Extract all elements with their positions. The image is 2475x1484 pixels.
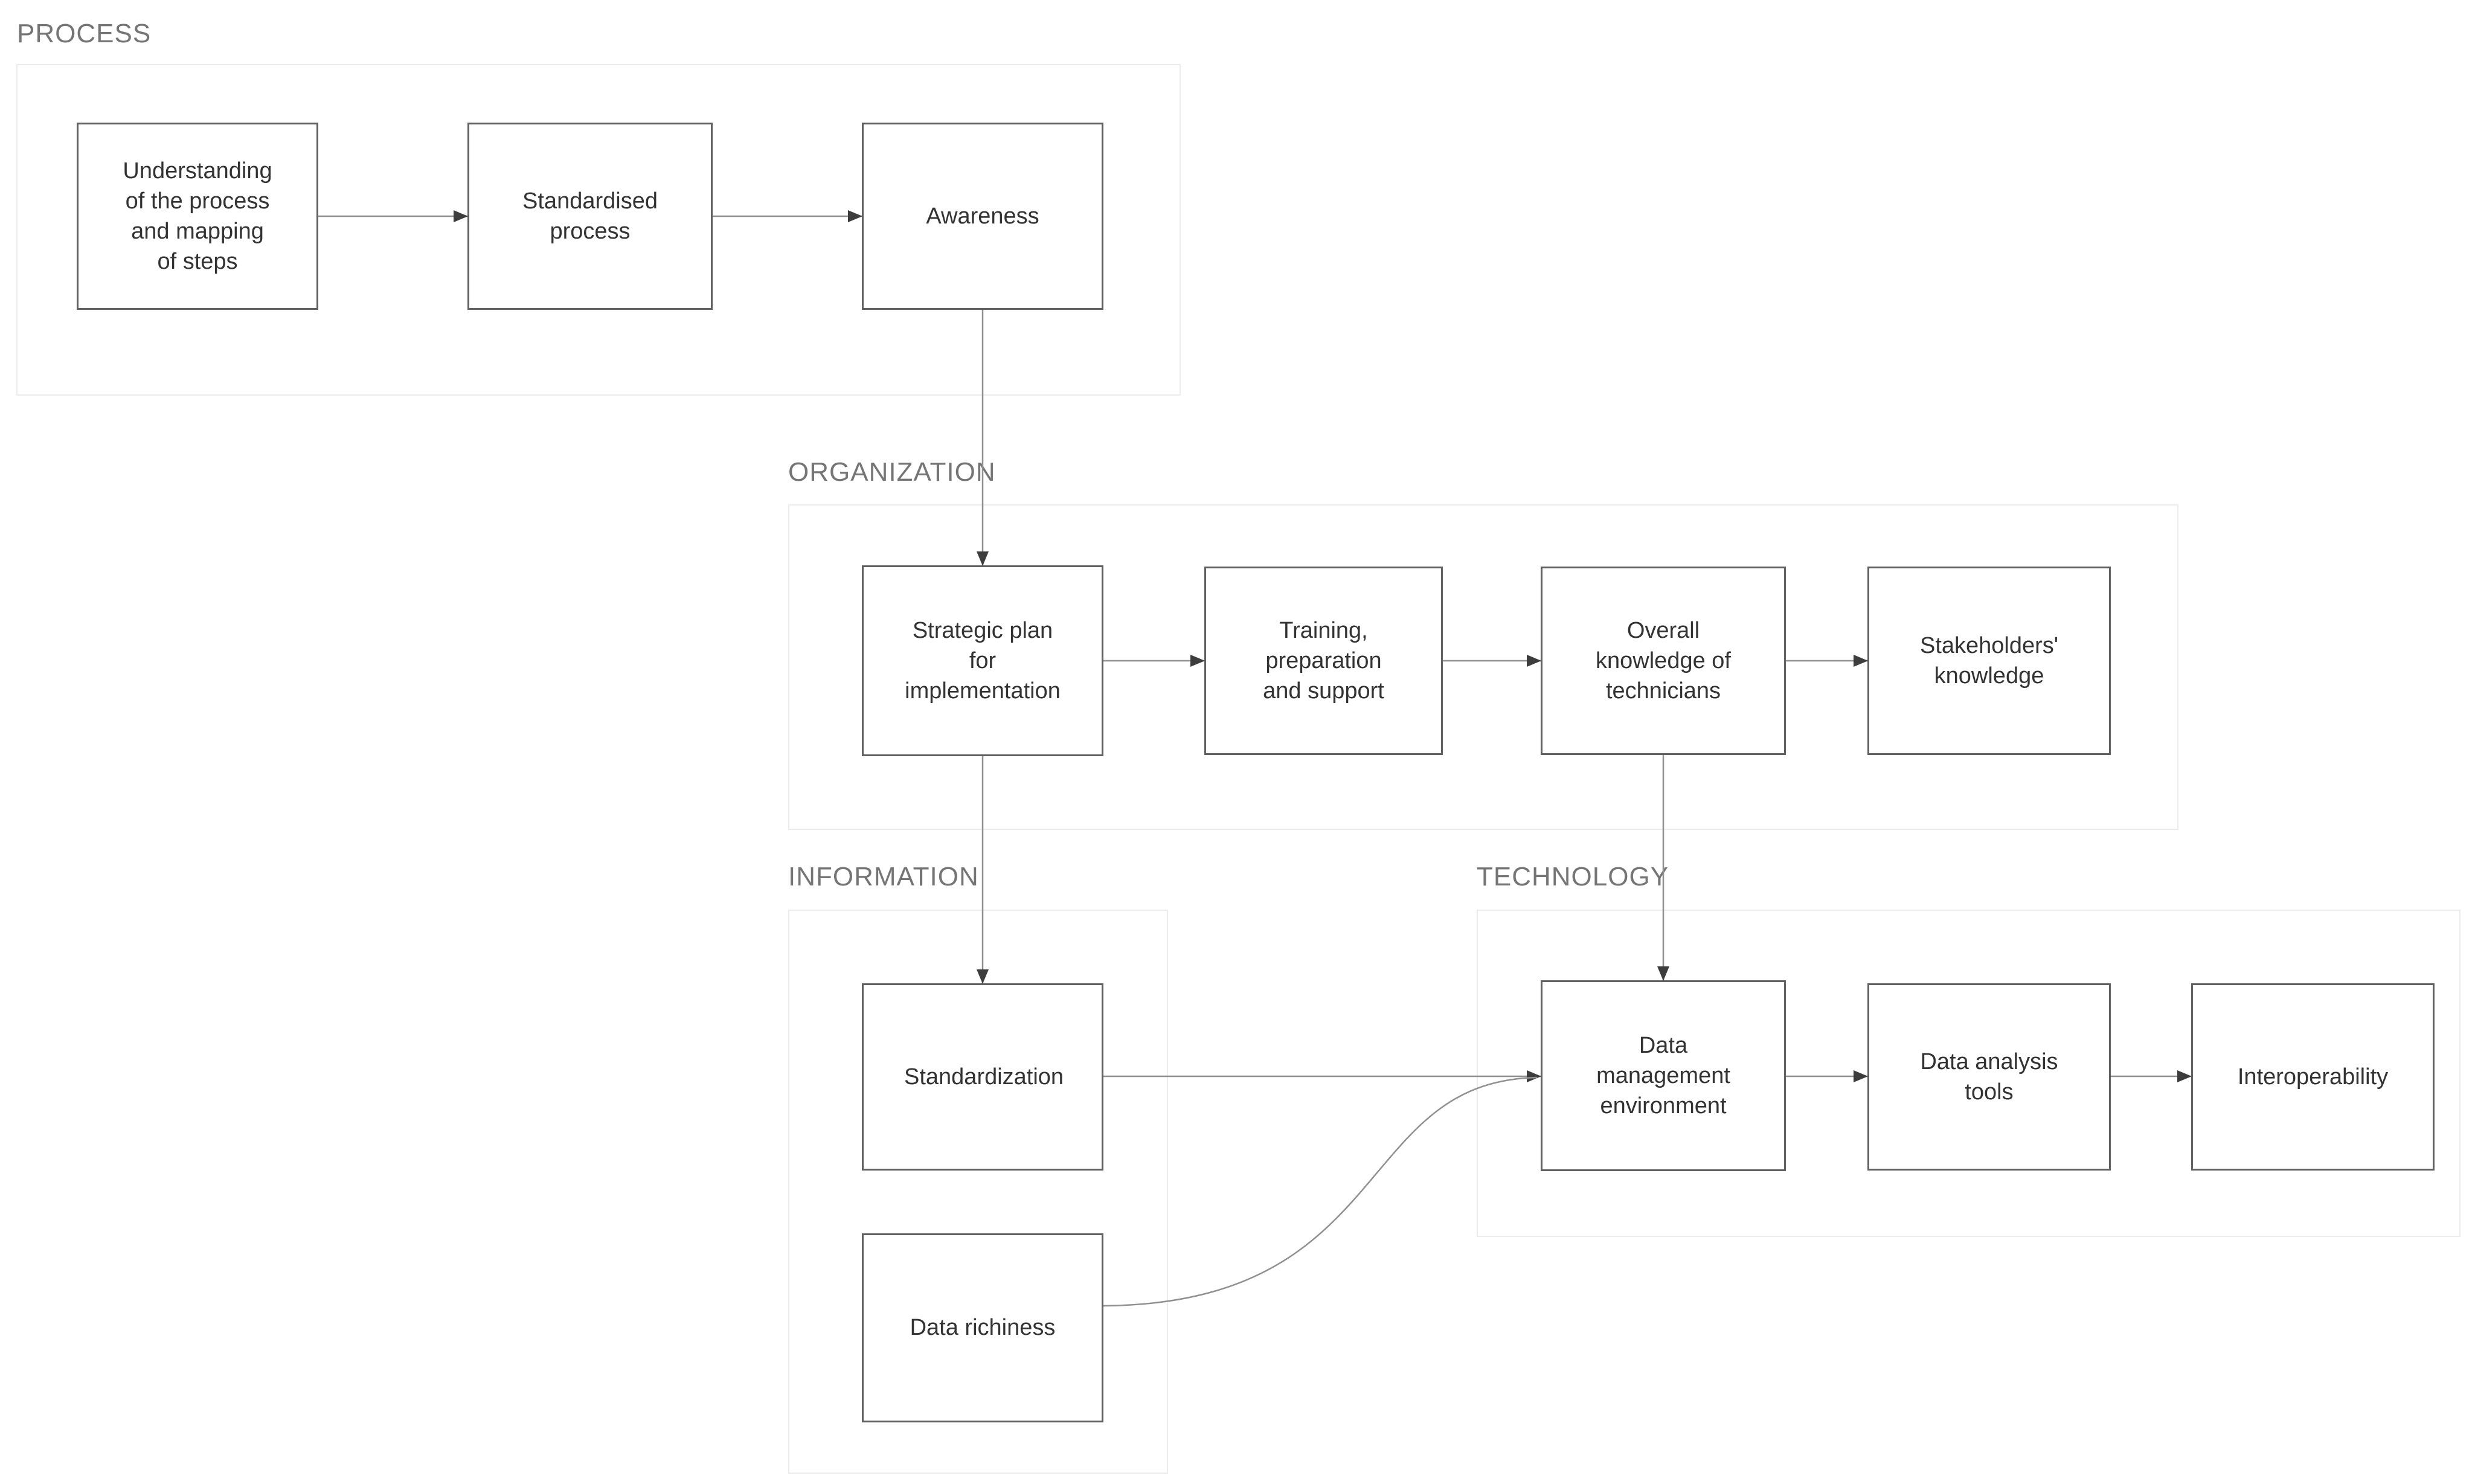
node-standardization: Standardization xyxy=(862,983,1103,1171)
group-label-process: PROCESS xyxy=(17,19,152,48)
node-label: Stakeholders' knowledge xyxy=(1919,632,2059,689)
node-stakeholders-knowledge: Stakeholders' knowledge xyxy=(1867,567,2111,755)
node-label: Data management environment xyxy=(1596,1032,1730,1119)
node-label: Understanding of the process and mapping… xyxy=(123,158,272,275)
node-overall-knowledge-technicians: Overall knowledge of technicians xyxy=(1541,567,1786,755)
node-interoperability: Interoperability xyxy=(2191,983,2435,1171)
node-label: Awareness xyxy=(926,203,1039,229)
node-label: Data richiness xyxy=(910,1315,1056,1341)
node-label: Standardised process xyxy=(522,188,658,244)
node-data-analysis-tools: Data analysis tools xyxy=(1867,983,2111,1171)
node-training-preparation-support: Training, preparation and support xyxy=(1204,567,1443,755)
node-label: Overall knowledge of technicians xyxy=(1596,617,1731,704)
group-label-technology: TECHNOLOGY xyxy=(1477,862,1669,891)
node-understanding-of-process: Understanding of the process and mapping… xyxy=(77,123,318,310)
node-label: Standardization xyxy=(904,1064,1064,1090)
node-data-richiness: Data richiness xyxy=(862,1233,1103,1422)
node-label: Strategic plan for implementation xyxy=(905,617,1061,704)
node-data-management-environment: Data management environment xyxy=(1541,980,1786,1171)
edge-data-richiness-to-data-management xyxy=(1103,1076,1538,1307)
node-standardised-process: Standardised process xyxy=(467,123,713,310)
node-strategic-plan: Strategic plan for implementation xyxy=(862,565,1103,756)
node-awareness: Awareness xyxy=(862,123,1103,310)
group-label-organization: ORGANIZATION xyxy=(788,457,996,487)
node-label: Training, preparation and support xyxy=(1263,617,1384,704)
group-label-information: INFORMATION xyxy=(788,862,979,891)
node-label: Data analysis tools xyxy=(1920,1049,2058,1105)
node-label: Interoperability xyxy=(2237,1064,2389,1090)
